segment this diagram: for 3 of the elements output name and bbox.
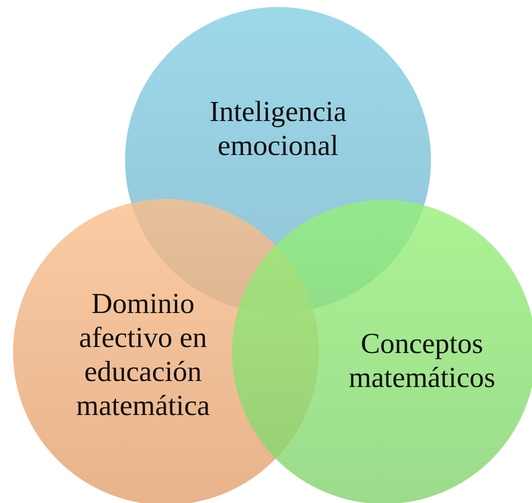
circle-label: Dominio afectivo en educación matemática bbox=[75, 287, 211, 423]
circle-label: Conceptos matemáticos bbox=[348, 327, 496, 395]
circle-label: Inteligencia emocional bbox=[208, 95, 348, 163]
